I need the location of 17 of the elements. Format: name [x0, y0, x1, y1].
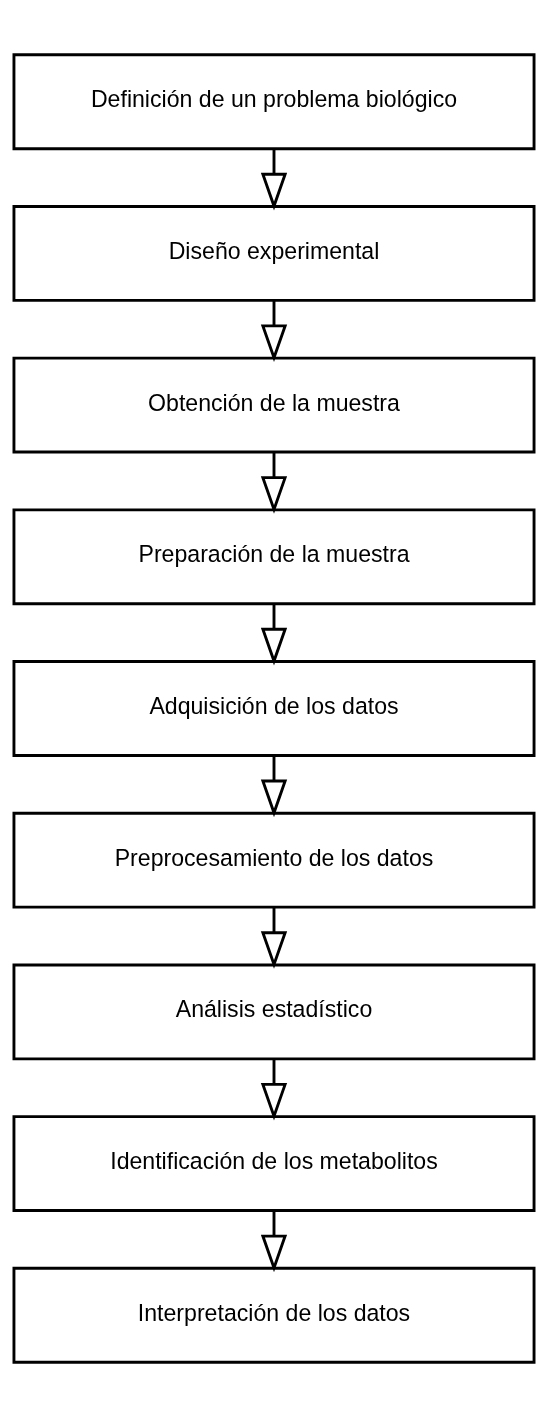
- node-box: Preparación de la muestra: [12, 508, 536, 606]
- arrow: [260, 604, 288, 666]
- node-box: Obtención de la muestra: [12, 356, 536, 454]
- node-box: Análisis estadístico: [12, 963, 536, 1061]
- arrow: [260, 300, 288, 363]
- arrow: [260, 1059, 288, 1121]
- arrow: [260, 755, 288, 818]
- arrow: [260, 1210, 288, 1273]
- node-box: Interpretación de los datos: [12, 1266, 536, 1364]
- arrow: [260, 452, 288, 514]
- node-box: Diseño experimental: [12, 205, 536, 302]
- node-box: Definición de un problema biológico: [12, 53, 536, 151]
- arrow: [260, 907, 288, 969]
- node-box: Preprocesamiento de los datos: [12, 811, 536, 909]
- node-box: Identificación de los metabolitos: [12, 1115, 536, 1212]
- arrow: [260, 149, 288, 211]
- node-box: Adquisición de los datos: [12, 660, 536, 757]
